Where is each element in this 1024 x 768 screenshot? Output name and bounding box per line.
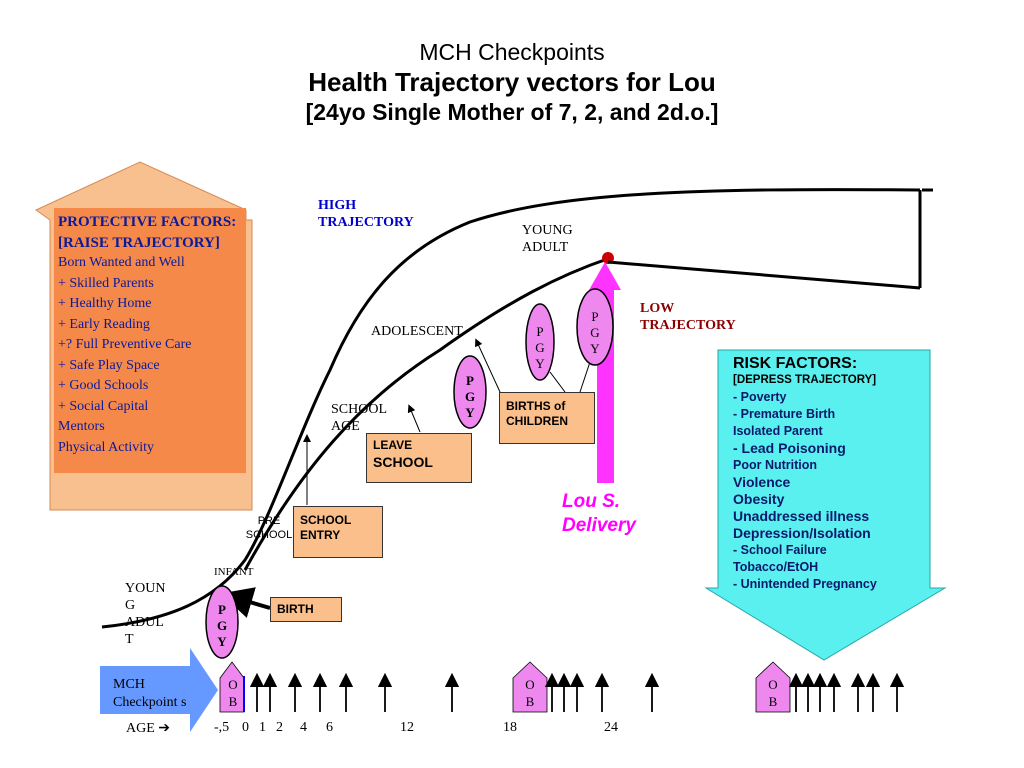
title-line-3: [24yo Single Mother of 7, 2, and 2d.o.]	[305, 99, 719, 125]
school-age-label: SCHOOL AGE	[331, 402, 387, 434]
trajectory-bracket	[918, 188, 933, 288]
pgy-ellipse-young-1	[525, 303, 555, 381]
protective-item: + Healthy Home	[58, 296, 152, 311]
protective-item: + Social Capital	[58, 398, 149, 414]
protective-item: Mentors	[58, 419, 105, 434]
age-tick: 2	[276, 720, 283, 735]
pre-school-label: PRE SCHOOL	[245, 515, 293, 541]
age-tick: 0	[242, 720, 249, 735]
risk-item: [DEPRESS TRAJECTORY]	[733, 374, 877, 386]
risk-item: - Unintended Pregnancy	[733, 577, 877, 591]
age-tick: 4	[300, 720, 307, 735]
young-adult-top-label: YOUNG ADULT	[522, 223, 573, 255]
young-adult-left-label: YOUN G ADUL T	[125, 581, 166, 647]
risk-item: - Premature Birth	[733, 407, 836, 421]
age-tick: 1	[259, 720, 266, 735]
risk-item: Isolated Parent	[733, 424, 823, 438]
checkpoint-arrow-shape	[100, 648, 218, 732]
risk-item: - School Failure	[733, 543, 827, 557]
high-trajectory-label: HIGH TRAJECTORY	[318, 198, 414, 230]
high-trajectory-curve	[101, 188, 921, 629]
pgy-ellipse-infant	[205, 585, 239, 659]
checkpoint-tick-arrows	[249, 672, 905, 712]
protective-item: Born Wanted and Well	[58, 255, 185, 270]
risk-arrow-shape	[704, 349, 947, 661]
low-trajectory-label: LOW TRAJECTORY	[640, 301, 736, 333]
title-line-2: Health Trajectory vectors for Lou	[308, 67, 716, 97]
age-tick: 6	[326, 720, 333, 735]
protective-item: +? Full Preventive Care	[58, 337, 192, 352]
protective-item: + Skilled Parents	[58, 275, 154, 291]
birth-pointer	[220, 587, 271, 618]
adolescent-label: ADOLESCENT	[371, 324, 463, 339]
births-of-children-box: BIRTHS of CHILDREN	[499, 392, 595, 444]
lou-delivery-label: Lou S. Delivery	[562, 491, 636, 536]
leave-school-line-1: LEAVE	[373, 438, 413, 452]
protective-item: + Safe Play Space	[58, 357, 160, 373]
protective-subheading: [RAISE TRAJECTORY]	[58, 234, 220, 251]
mch-checkpoints-label: MCH Checkpoint s	[113, 677, 187, 710]
birth-box: BIRTH	[270, 597, 342, 622]
risk-item: - Poverty	[733, 390, 787, 404]
ob-pentagon-3	[755, 661, 791, 713]
risk-item: Obesity	[733, 491, 785, 507]
protective-item: + Good Schools	[58, 378, 149, 393]
infant-label: INFANT	[214, 566, 254, 578]
leave-school-line-2: SCHOOL	[373, 454, 433, 470]
age-tick: 18	[503, 720, 517, 735]
risk-item: Tobacco/EtOH	[733, 560, 819, 574]
age-tick: 24	[604, 720, 618, 735]
risk-heading: RISK FACTORS:	[733, 355, 858, 372]
leave-school-box: LEAVE SCHOOL	[366, 433, 472, 483]
age-axis-label: AGE ➔	[126, 721, 171, 736]
title-line-1: MCH Checkpoints	[419, 39, 605, 65]
pgy-ellipse-young-2	[576, 288, 614, 366]
age-tick: 12	[400, 720, 414, 735]
risk-item: Unaddressed illness	[733, 508, 870, 524]
risk-item: Violence	[733, 474, 791, 490]
protective-item: Physical Activity	[58, 439, 155, 455]
low-trajectory-curve	[243, 256, 611, 571]
risk-item: Poor Nutrition	[733, 458, 818, 472]
ob-pentagon-1	[219, 661, 245, 713]
ob-pentagon-2	[512, 661, 548, 713]
risk-factors-panel: RISK FACTORS: [DEPRESS TRAJECTORY] - Pov…	[733, 355, 923, 593]
protective-inner-box	[54, 208, 246, 473]
right-arrow-icon: ➔	[158, 721, 171, 736]
risk-item: - Lead Poisoning	[733, 440, 846, 456]
school-entry-box: SCHOOL ENTRY	[293, 506, 383, 558]
protective-item: + Early Reading	[58, 316, 150, 332]
risk-item: Depression/Isolation	[733, 525, 871, 541]
protective-heading: PROTECTIVE FACTORS:	[58, 214, 237, 230]
pgy-ellipse-adolescent	[453, 355, 487, 429]
protective-factors-panel: PROTECTIVE FACTORS: [RAISE TRAJECTORY] B…	[58, 212, 248, 458]
delivery-arrow-head	[589, 262, 621, 290]
age-tick: -,5	[214, 720, 230, 735]
